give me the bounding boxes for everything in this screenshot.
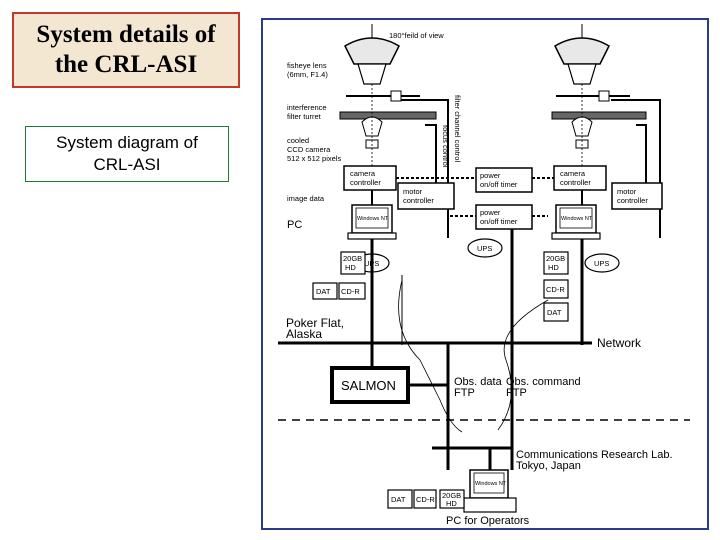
windows-nt-left: Windows NT [357,216,389,222]
ups-right-label: UPS [594,259,609,268]
motor-controller-right-2: controller [617,196,648,205]
poker-flat-label-2: Alaska [286,327,322,341]
motor-controller-left-2: controller [403,196,434,205]
salmon-label: SALMON [341,378,396,393]
left-camera-assembly [339,24,437,168]
power-timer-bottom-1: power [480,208,501,217]
cooled-label-3: 512 x 512 pixels [287,154,341,163]
interference-label-2: filter turret [287,112,322,121]
focus-control-label: focus control [441,125,450,168]
ups-center [467,238,503,258]
image-data-label: image data [287,194,325,203]
system-diagram: 180°feild of view fisheye lens (6mm, F1.… [278,24,690,527]
ups-center-label: UPS [477,244,492,253]
obs-command-label-2: FTP [506,387,527,399]
camera-controller-left-2: controller [350,178,381,187]
cooled-label-2: CCD camera [287,145,331,154]
diagram-caption: System diagram of CRL-ASI [25,126,229,182]
dat-left: DAT [316,287,331,296]
power-timer-box-center-bottom [475,204,533,230]
cdr-operator: CD-R [416,495,435,504]
fisheye-label-1: fisheye lens [287,61,327,70]
power-timer-bottom-2: on/off timer [480,217,518,226]
dat-operator: DAT [391,495,406,504]
field-of-view-label: 180°feild of view [389,31,444,40]
motor-controller-left-1: motor [403,187,423,196]
power-timer-top-2: on/off timer [480,180,518,189]
pc-label: PC [287,219,302,231]
cooled-label-1: cooled [287,136,309,145]
power-timer-top-1: power [480,171,501,180]
ups-left-label: UPS [364,259,379,268]
cdr-left: CD-R [341,287,360,296]
obs-data-label-1: Obs. data [454,376,503,388]
obs-data-label-2: FTP [454,387,475,399]
windows-nt-operator: Windows NT [475,481,507,487]
interference-label-1: interference [287,103,327,112]
filter-channel-control-label: filter channel control [453,95,462,162]
obs-command-label-1: Obs. command [506,376,581,388]
system-diagram-frame: 180°feild of view fisheye lens (6mm, F1.… [261,18,709,530]
network-label: Network [597,336,642,350]
right-camera-assembly [551,24,647,168]
power-timer-box-center-top [475,167,533,193]
hd-left-2: HD [345,263,356,272]
camera-controller-right-2: controller [560,178,591,187]
diagram-caption-line-2: CRL-ASI [93,155,161,174]
motor-controller-box-right [611,182,663,210]
slide-title-line-2: the CRL-ASI [54,51,198,78]
cdr-right: CD-R [546,285,565,294]
hd-right-2: HD [548,263,559,272]
dat-right: DAT [547,308,562,317]
camera-controller-right-1: camera [560,169,586,178]
diagram-caption-line-1: System diagram of [56,133,198,152]
slide-title: System details of the CRL-ASI [12,12,240,88]
motor-controller-right-1: motor [617,187,637,196]
fisheye-label-2: (6mm, F1.4) [287,70,328,79]
hd-left-1: 20GB [343,254,362,263]
poker-flat-label-1: Poker Flat, [286,316,344,330]
pc-operators-label: PC for Operators [446,515,530,527]
camera-controller-left-1: camera [350,169,376,178]
hd-right-1: 20GB [546,254,565,263]
camera-controller-box-left [343,165,397,191]
hd-operator-2: HD [446,499,457,508]
motor-controller-box-left [397,182,455,210]
slide-title-line-1: System details of [36,21,216,48]
camera-controller-box-right [553,165,607,191]
windows-nt-right: Windows NT [561,216,593,222]
hd-operator-1: 20GB [442,491,461,500]
crl-label-1: Communications Research Lab. [516,449,673,461]
ups-right [584,253,620,273]
crl-label-2: Tokyo, Japan [516,460,581,472]
